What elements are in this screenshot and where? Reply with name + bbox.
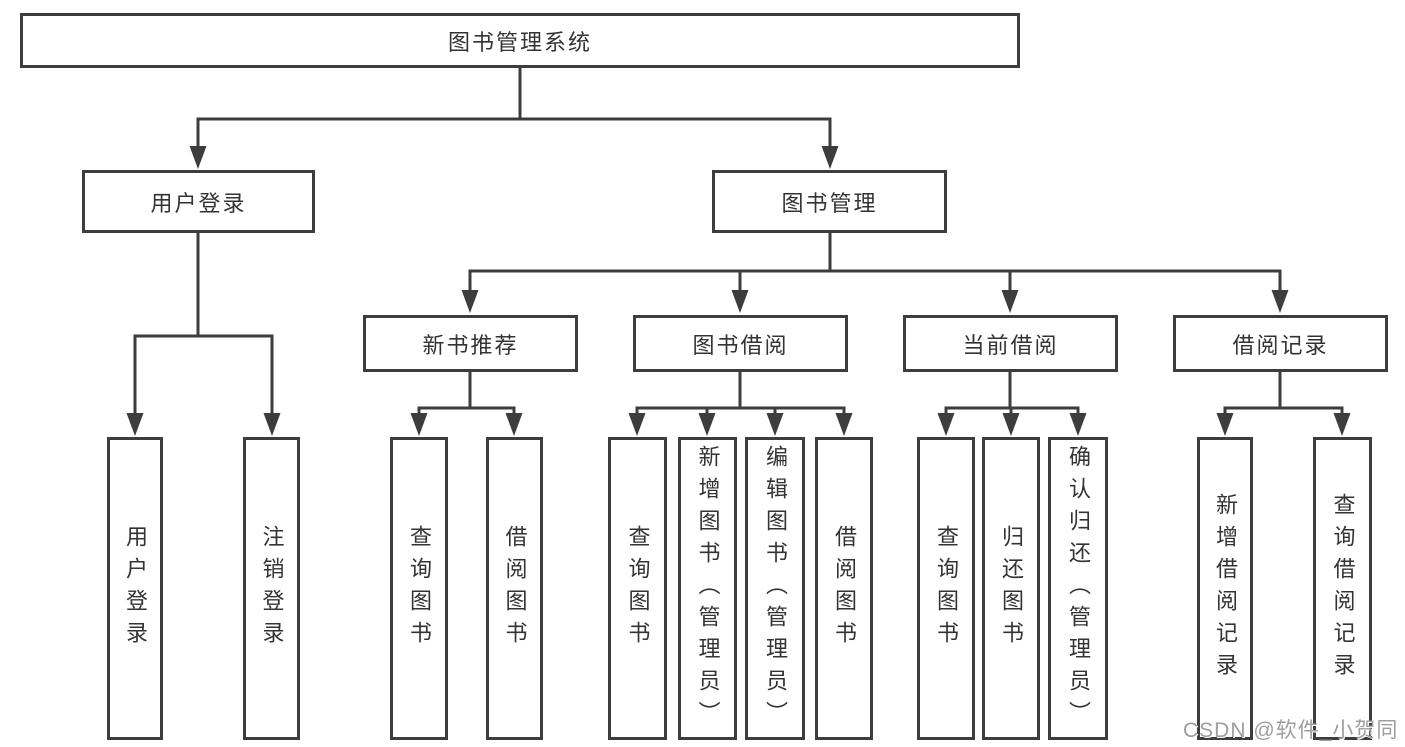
node-current-borrowing: 当前借阅	[903, 315, 1118, 372]
leaf-logout: 注销登录	[243, 437, 300, 740]
node-book-management: 图书管理	[712, 170, 947, 233]
leaf-add-borrow-record: 新增借阅记录	[1197, 437, 1253, 740]
node-new-book-recommend: 新书推荐	[363, 315, 578, 372]
leaf-query-books-borrowing: 查询图书	[608, 437, 667, 740]
leaf-borrow-books: 借阅图书	[815, 437, 873, 740]
node-root-system: 图书管理系统	[20, 13, 1020, 68]
leaf-return-book: 归还图书	[982, 437, 1040, 740]
leaf-edit-book-admin: 编辑图书（管理员）	[745, 437, 805, 740]
leaf-query-books-current: 查询图书	[917, 437, 975, 740]
node-borrowing-records: 借阅记录	[1173, 315, 1388, 372]
node-book-borrowing: 图书借阅	[633, 315, 848, 372]
watermark-text: CSDN @软件_小贺同学	[1183, 719, 1399, 742]
leaf-add-book-admin: 新增图书（管理员）	[678, 437, 737, 740]
leaf-query-books-recommend: 查询图书	[390, 437, 448, 740]
leaf-borrow-books-recommend: 借阅图书	[486, 437, 543, 740]
leaf-query-borrow-record: 查询借阅记录	[1313, 437, 1372, 740]
leaf-user-login: 用户登录	[107, 437, 163, 740]
node-user-login: 用户登录	[82, 170, 315, 233]
leaf-confirm-return-admin: 确认归还（管理员）	[1048, 437, 1108, 740]
